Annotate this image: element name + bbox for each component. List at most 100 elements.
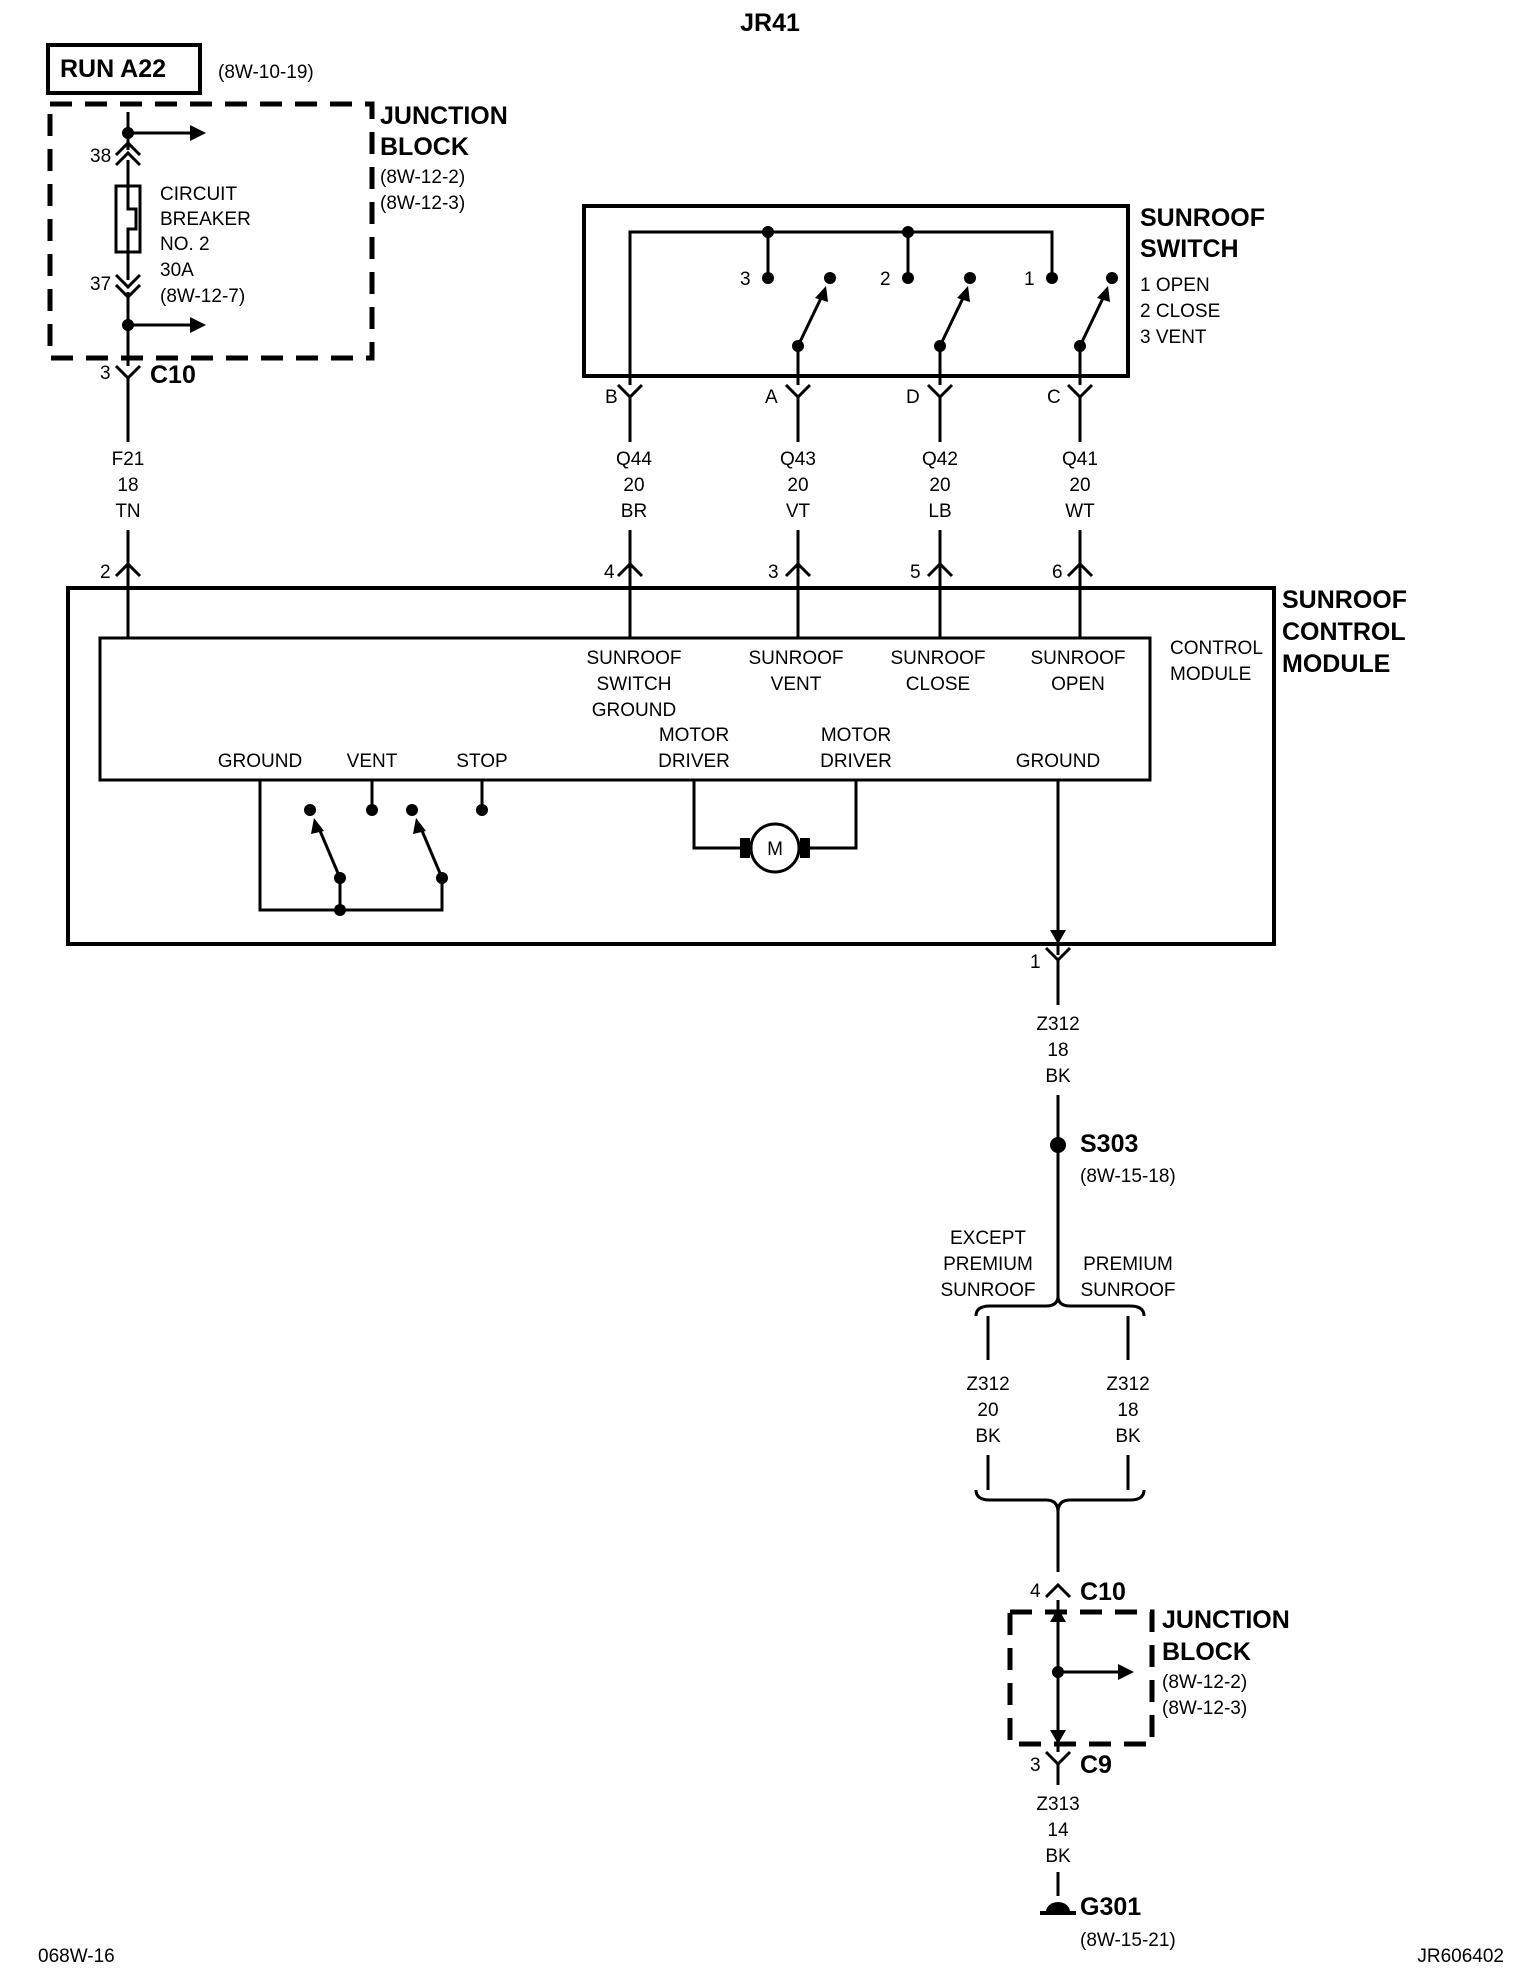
switch-pin-c: C xyxy=(1047,387,1061,408)
branch-right-label-2: SUNROOF xyxy=(1081,1280,1176,1301)
svg-text:20: 20 xyxy=(787,475,808,496)
input-sunroof-open-2: OPEN xyxy=(1051,674,1105,695)
wire-z313-circuit: Z313 xyxy=(1036,1794,1079,1815)
circuit-breaker-icon xyxy=(114,184,142,254)
switch-legend-2: 2 CLOSE xyxy=(1140,301,1220,322)
connector-c10-top xyxy=(114,364,142,381)
power-source-ref: (8W-10-19) xyxy=(218,62,314,83)
svg-text:20: 20 xyxy=(929,475,950,496)
svg-text:BK: BK xyxy=(975,1426,1001,1447)
arrow-icon xyxy=(190,317,206,333)
switch-contact-vent xyxy=(792,286,828,385)
switch-position-1: 1 xyxy=(1024,269,1035,290)
junction-block-bottom-ref-2: (8W-12-3) xyxy=(1162,1698,1247,1719)
input-sunroof-switch-ground-3: GROUND xyxy=(592,700,676,721)
motor-driver-2-line-1: MOTOR xyxy=(821,725,891,746)
pin-38-label: 38 xyxy=(90,146,111,167)
switch-legend-1: 1 OPEN xyxy=(1140,275,1210,296)
branch-split-brace xyxy=(974,1295,1146,1317)
inner-module-label-2: MODULE xyxy=(1170,664,1251,685)
module-ground-label: GROUND xyxy=(218,751,302,772)
branch-right-label-1: PREMIUM xyxy=(1083,1254,1173,1275)
wire-q43: Q43 20 VT 3 xyxy=(768,397,816,638)
wire-f21-circuit: F21 xyxy=(112,449,145,470)
junction-block-top-title-2: BLOCK xyxy=(380,133,469,161)
switch-pin-b: B xyxy=(605,387,618,408)
input-sunroof-vent-1: SUNROOF xyxy=(749,648,844,669)
module-pin-3-label: 3 xyxy=(768,562,779,583)
pin-37-label: 37 xyxy=(90,274,111,295)
input-sunroof-close-2: CLOSE xyxy=(906,674,970,695)
breaker-label-1: CIRCUIT xyxy=(160,184,237,205)
svg-text:20: 20 xyxy=(977,1400,998,1421)
wire-z312-main-gauge: 18 xyxy=(1047,1040,1068,1061)
switch-position-2: 2 xyxy=(880,269,891,290)
svg-text:LB: LB xyxy=(928,501,951,522)
arrow-icon xyxy=(1118,1664,1134,1680)
footer-left: 068W-16 xyxy=(38,1946,115,1967)
control-module-title-2: CONTROL xyxy=(1282,618,1406,646)
motor-driver-2-line-2: DRIVER xyxy=(820,751,892,772)
input-sunroof-vent-2: VENT xyxy=(771,674,822,695)
control-module-box xyxy=(66,586,1276,946)
bottom-c10-label: C10 xyxy=(1080,1578,1126,1606)
module-vent-label: VENT xyxy=(347,751,398,772)
c10-pin-label: 3 xyxy=(100,363,111,384)
branch-join-brace xyxy=(974,1489,1146,1513)
module-pin-1-label: 1 xyxy=(1030,952,1041,973)
ground-g301-label: G301 xyxy=(1080,1893,1141,1921)
branch-left-label-2: PREMIUM xyxy=(943,1254,1033,1275)
input-sunroof-switch-ground-1: SUNROOF xyxy=(587,648,682,669)
control-module-title-3: MODULE xyxy=(1282,650,1390,678)
limit-switch-assembly xyxy=(258,780,488,916)
svg-text:Q42: Q42 xyxy=(922,449,958,470)
power-source-box xyxy=(46,43,202,95)
input-sunroof-open-1: SUNROOF xyxy=(1031,648,1126,669)
wire-q42: Q42 20 LB 5 xyxy=(910,397,958,638)
motor-icon xyxy=(692,780,858,874)
breaker-label-5: (8W-12-7) xyxy=(160,286,245,307)
module-pin-4-label: 4 xyxy=(604,562,615,583)
wire-f21-gauge: 18 xyxy=(117,475,138,496)
svg-text:Q41: Q41 xyxy=(1062,449,1098,470)
footer-right: JR606402 xyxy=(1417,1946,1504,1967)
wire-q41: Q41 20 WT 6 xyxy=(1052,397,1098,638)
input-sunroof-close-1: SUNROOF xyxy=(891,648,986,669)
svg-text:Z312: Z312 xyxy=(1106,1374,1149,1395)
wire-q44: Q44 20 BR 4 xyxy=(604,397,652,638)
diagram-title: JR41 xyxy=(740,9,800,37)
bottom-c9-pin: 3 xyxy=(1030,1755,1041,1776)
svg-text:Z312: Z312 xyxy=(966,1374,1009,1395)
svg-text:18: 18 xyxy=(1117,1400,1138,1421)
junction-block-bottom-title-1: JUNCTION xyxy=(1162,1606,1290,1634)
sunroof-switch-box xyxy=(582,204,1130,378)
switch-pin-a: A xyxy=(765,387,778,408)
splice-s303-dot xyxy=(1050,1137,1066,1153)
switch-contact-open xyxy=(1074,286,1110,385)
control-module-inner-box xyxy=(98,636,1152,782)
arrow-icon xyxy=(190,125,206,141)
svg-text:Q43: Q43 xyxy=(780,449,816,470)
wire-z312-branch-right: Z312 18 BK xyxy=(1106,1374,1149,1447)
svg-text:WT: WT xyxy=(1065,501,1095,522)
motor-driver-1-line-2: DRIVER xyxy=(658,751,730,772)
power-source-label: RUN A22 xyxy=(60,55,166,83)
bottom-c9-label: C9 xyxy=(1080,1751,1112,1779)
junction-block-top-ref-1: (8W-12-2) xyxy=(380,167,465,188)
switch-contact-close xyxy=(934,286,970,385)
wire-z312-main-circuit: Z312 xyxy=(1036,1014,1079,1035)
module-pin-6-label: 6 xyxy=(1052,562,1063,583)
junction-block-bottom-title-2: BLOCK xyxy=(1162,1638,1251,1666)
branch-left-label-1: EXCEPT xyxy=(950,1228,1026,1249)
svg-text:VT: VT xyxy=(786,501,811,522)
module-ground-right-label: GROUND xyxy=(1016,751,1100,772)
junction-block-top-title-1: JUNCTION xyxy=(380,102,508,130)
motor-driver-1-line-1: MOTOR xyxy=(659,725,729,746)
module-pin-5-label: 5 xyxy=(910,562,921,583)
branch-left-label-3: SUNROOF xyxy=(941,1280,1036,1301)
motor-label: M xyxy=(767,839,783,860)
breaker-label-2: BREAKER xyxy=(160,209,251,230)
ground-g301-ref: (8W-15-21) xyxy=(1080,1930,1176,1951)
switch-pin-d: D xyxy=(906,387,920,408)
